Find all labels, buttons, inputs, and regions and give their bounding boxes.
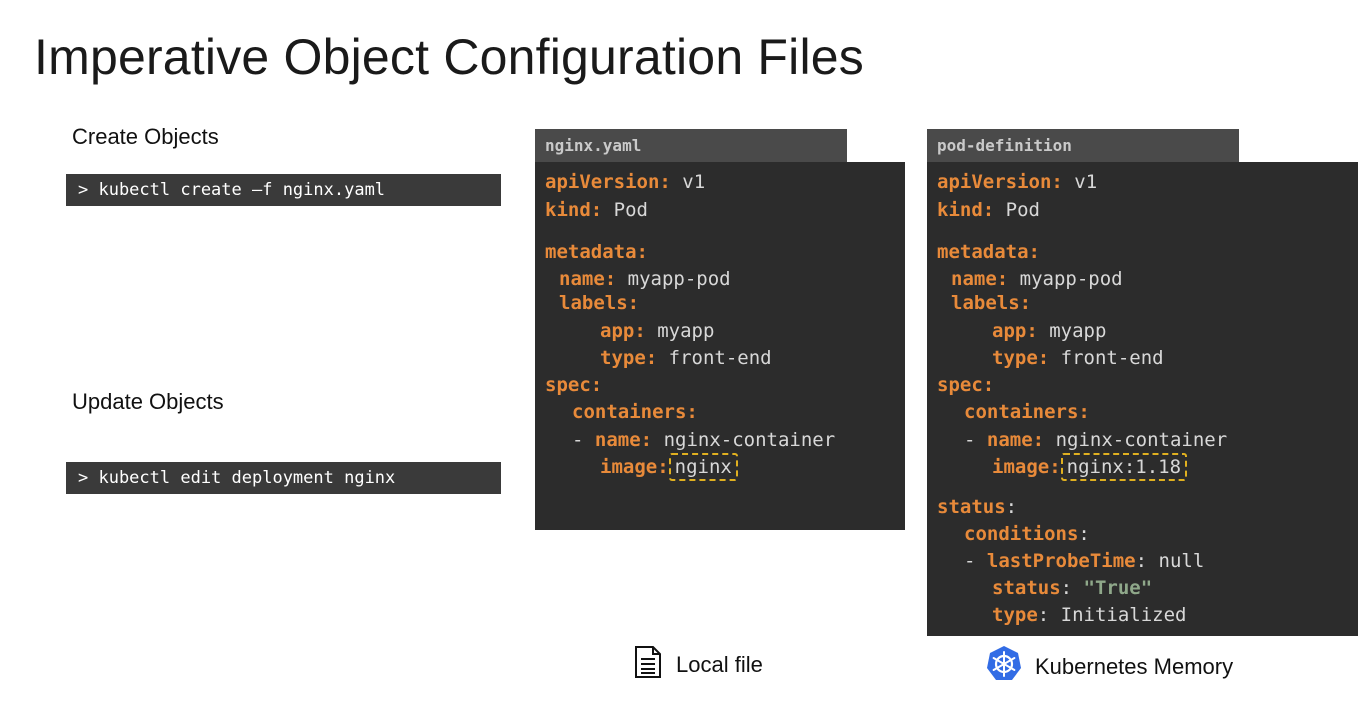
yaml-key: type: — [992, 347, 1050, 369]
yaml-colon: : — [1005, 496, 1018, 518]
yaml-key: conditions — [964, 523, 1079, 545]
yaml-value: myapp — [1049, 320, 1107, 342]
yaml-colon: : — [1037, 604, 1050, 626]
kubernetes-memory-caption-text: Kubernetes Memory — [1035, 654, 1234, 679]
slide-title: Imperative Object Configuration Files — [34, 29, 864, 85]
create-objects-label: Create Objects — [72, 124, 219, 149]
yaml-dash: - — [964, 429, 976, 451]
yaml-value: myapp-pod — [627, 268, 731, 290]
document-icon — [634, 645, 662, 685]
update-command: > kubectl edit deployment nginx — [66, 462, 501, 494]
yaml-value: v1 — [682, 171, 706, 193]
yaml-value: nginx-container — [1055, 429, 1228, 451]
yaml-key: lastProbeTime — [986, 550, 1136, 572]
local-file-yaml-panel: apiVersion: v1 kind: Pod metadata: name:… — [535, 162, 905, 530]
yaml-value: myapp — [657, 320, 715, 342]
yaml-colon: : — [1135, 550, 1148, 572]
image-value-highlight: nginx — [668, 453, 738, 481]
yaml-key: name: — [986, 429, 1045, 451]
yaml-colon: : — [1078, 523, 1090, 545]
tab-pod-definition: pod-definition — [927, 129, 1239, 162]
yaml-value: myapp-pod — [1019, 268, 1123, 290]
yaml-key: status — [992, 577, 1061, 599]
yaml-value: Initialized — [1060, 604, 1187, 626]
yaml-colon: : — [1060, 577, 1073, 599]
yaml-dash: - — [572, 429, 584, 451]
yaml-key: apiVersion: — [937, 171, 1063, 193]
yaml-key: containers: — [964, 401, 1090, 423]
image-value-highlight: nginx:1.18 — [1060, 453, 1188, 481]
yaml-key: name: — [559, 268, 617, 290]
yaml-value: Pod — [1005, 199, 1040, 221]
yaml-key: labels: — [559, 292, 640, 314]
yaml-key: apiVersion: — [545, 171, 671, 193]
yaml-key: metadata: — [937, 241, 1040, 263]
yaml-key: type: — [600, 347, 658, 369]
yaml-value: null — [1158, 550, 1205, 572]
yaml-value: nginx-container — [663, 429, 836, 451]
local-file-caption: Local file — [634, 645, 763, 685]
yaml-value: Pod — [613, 199, 648, 221]
yaml-value: front-end — [668, 347, 772, 369]
yaml-dash: - — [964, 550, 976, 572]
create-command: > kubectl create –f nginx.yaml — [66, 174, 501, 206]
yaml-key: image: — [992, 456, 1061, 478]
yaml-key: kind: — [937, 199, 995, 221]
yaml-value: v1 — [1074, 171, 1098, 193]
yaml-key: kind: — [545, 199, 603, 221]
yaml-string-value: "True" — [1083, 577, 1153, 599]
yaml-key: labels: — [951, 292, 1032, 314]
yaml-key: type — [992, 604, 1038, 626]
yaml-value: front-end — [1060, 347, 1164, 369]
k8s-memory-yaml-panel: apiVersion: v1 kind: Pod metadata: name:… — [927, 162, 1358, 636]
kubernetes-memory-caption: Kubernetes Memory — [985, 645, 1233, 689]
update-objects-label: Update Objects — [72, 389, 224, 414]
yaml-key: image: — [600, 456, 669, 478]
tab-nginx-yaml: nginx.yaml — [535, 129, 847, 162]
kubernetes-helm-icon — [985, 645, 1023, 689]
local-file-caption-text: Local file — [676, 652, 763, 677]
yaml-key: name: — [951, 268, 1009, 290]
yaml-key: name: — [594, 429, 653, 451]
yaml-key: spec: — [545, 374, 603, 396]
yaml-key: containers: — [572, 401, 698, 423]
yaml-key: app: — [992, 320, 1038, 342]
yaml-key: app: — [600, 320, 646, 342]
yaml-key: metadata: — [545, 241, 648, 263]
yaml-key: status — [937, 496, 1006, 518]
yaml-key: spec: — [937, 374, 995, 396]
